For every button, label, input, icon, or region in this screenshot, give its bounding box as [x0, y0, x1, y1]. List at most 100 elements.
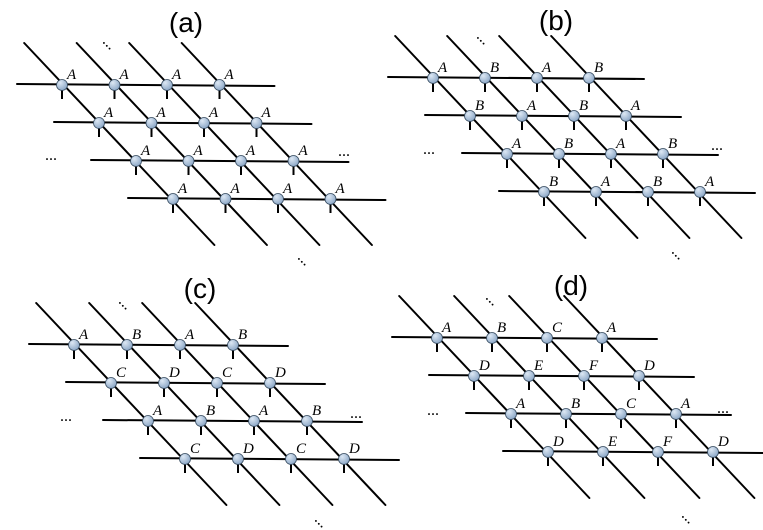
tensor-node — [301, 415, 313, 427]
site-label: A — [615, 136, 626, 152]
tensor-node — [121, 339, 133, 351]
tensor-node — [642, 186, 654, 198]
tensor-node — [605, 148, 617, 160]
tensor-node — [505, 408, 517, 420]
tensor-node — [145, 117, 158, 129]
ellipsis: ... — [423, 141, 435, 158]
tensor-node — [468, 370, 480, 382]
tensor-node — [232, 453, 244, 465]
panel-label: (d) — [554, 270, 588, 301]
tensor-node — [198, 117, 210, 129]
tensor-node — [287, 155, 300, 167]
diagonal-bond — [398, 295, 591, 499]
tensor-node — [596, 332, 608, 344]
diagonal-bond — [88, 302, 281, 506]
site-label: A — [704, 174, 715, 190]
horizontal-bond — [127, 197, 387, 201]
site-label: E — [607, 434, 617, 450]
site-label: B — [312, 403, 321, 419]
horizontal-bond — [139, 457, 400, 461]
site-label: A — [103, 105, 114, 121]
diagonal-bond — [563, 295, 756, 499]
site-label: A — [335, 181, 346, 197]
ellipsis: ... — [294, 249, 315, 270]
tensor-node — [560, 408, 572, 420]
tensor-node — [211, 377, 223, 389]
horizontal-bond — [65, 381, 326, 385]
site-label: A — [156, 105, 167, 121]
site-label: B — [475, 98, 484, 114]
site-label: A — [261, 105, 272, 121]
site-label: A — [526, 98, 537, 114]
site-label: A — [119, 67, 130, 83]
horizontal-bond — [387, 76, 645, 80]
site-label: B — [206, 403, 215, 419]
diagonal-bond — [446, 35, 639, 239]
tensor-node — [597, 446, 609, 458]
site-label: A — [224, 67, 235, 83]
horizontal-bond — [461, 152, 719, 156]
ellipsis: ... — [668, 243, 689, 264]
diagonal-bond — [194, 302, 387, 506]
site-label: C — [626, 396, 637, 412]
ellipsis: ... — [678, 507, 699, 528]
site-label: B — [579, 98, 588, 114]
site-label: A — [630, 98, 641, 114]
tensor-node — [620, 110, 632, 122]
tensor-node — [427, 72, 439, 84]
horizontal-bond — [16, 83, 276, 87]
site-label: A — [152, 403, 163, 419]
tensor-node — [707, 446, 719, 458]
ellipsis: ... — [350, 405, 362, 422]
tensor-node — [264, 377, 276, 389]
tensor-node — [338, 453, 350, 465]
tensor-node — [248, 415, 260, 427]
ellipsis: ... — [338, 143, 350, 160]
site-label: A — [511, 136, 522, 152]
tensor-node — [161, 79, 173, 91]
panel-label: (b) — [539, 5, 573, 36]
tensor-node — [633, 370, 645, 382]
ellipsis: ... — [60, 408, 72, 425]
site-label: A — [66, 67, 77, 83]
tensor-node — [516, 110, 528, 122]
tensor-node — [219, 193, 232, 205]
site-label: A — [78, 327, 89, 343]
horizontal-bond — [498, 190, 756, 194]
site-label: A — [606, 320, 617, 336]
site-label: D — [552, 434, 564, 450]
tensor-node — [158, 377, 170, 389]
tensor-node — [56, 79, 68, 91]
site-label: A — [208, 105, 219, 121]
ellipsis: ... — [99, 33, 120, 54]
tensor-node — [174, 339, 186, 351]
site-label: A — [140, 143, 151, 159]
tensor-node — [486, 332, 498, 344]
tensor-node — [250, 117, 263, 129]
tensor-node — [167, 193, 179, 205]
ellipsis: ... — [115, 293, 136, 314]
site-label: A — [230, 181, 241, 197]
tensor-node — [542, 446, 554, 458]
site-label: F — [588, 358, 599, 374]
tensor-node — [130, 155, 142, 167]
diagonal-bond — [394, 35, 587, 239]
tensor-node — [213, 79, 226, 91]
tensor-node — [590, 186, 602, 198]
site-label: D — [643, 358, 655, 374]
site-label: E — [533, 358, 543, 374]
tensor-node — [195, 415, 207, 427]
site-label: C — [552, 320, 563, 336]
site-label: D — [168, 365, 180, 381]
diagonal-bond — [453, 295, 646, 499]
ellipsis: ... — [711, 137, 723, 154]
site-label: B — [564, 136, 573, 152]
site-label: A — [437, 60, 448, 76]
diagonal-bond — [498, 35, 691, 239]
diagonal-bond — [508, 295, 701, 499]
tensor-node — [235, 155, 247, 167]
site-label: A — [171, 67, 182, 83]
ellipsis: ... — [427, 402, 439, 419]
